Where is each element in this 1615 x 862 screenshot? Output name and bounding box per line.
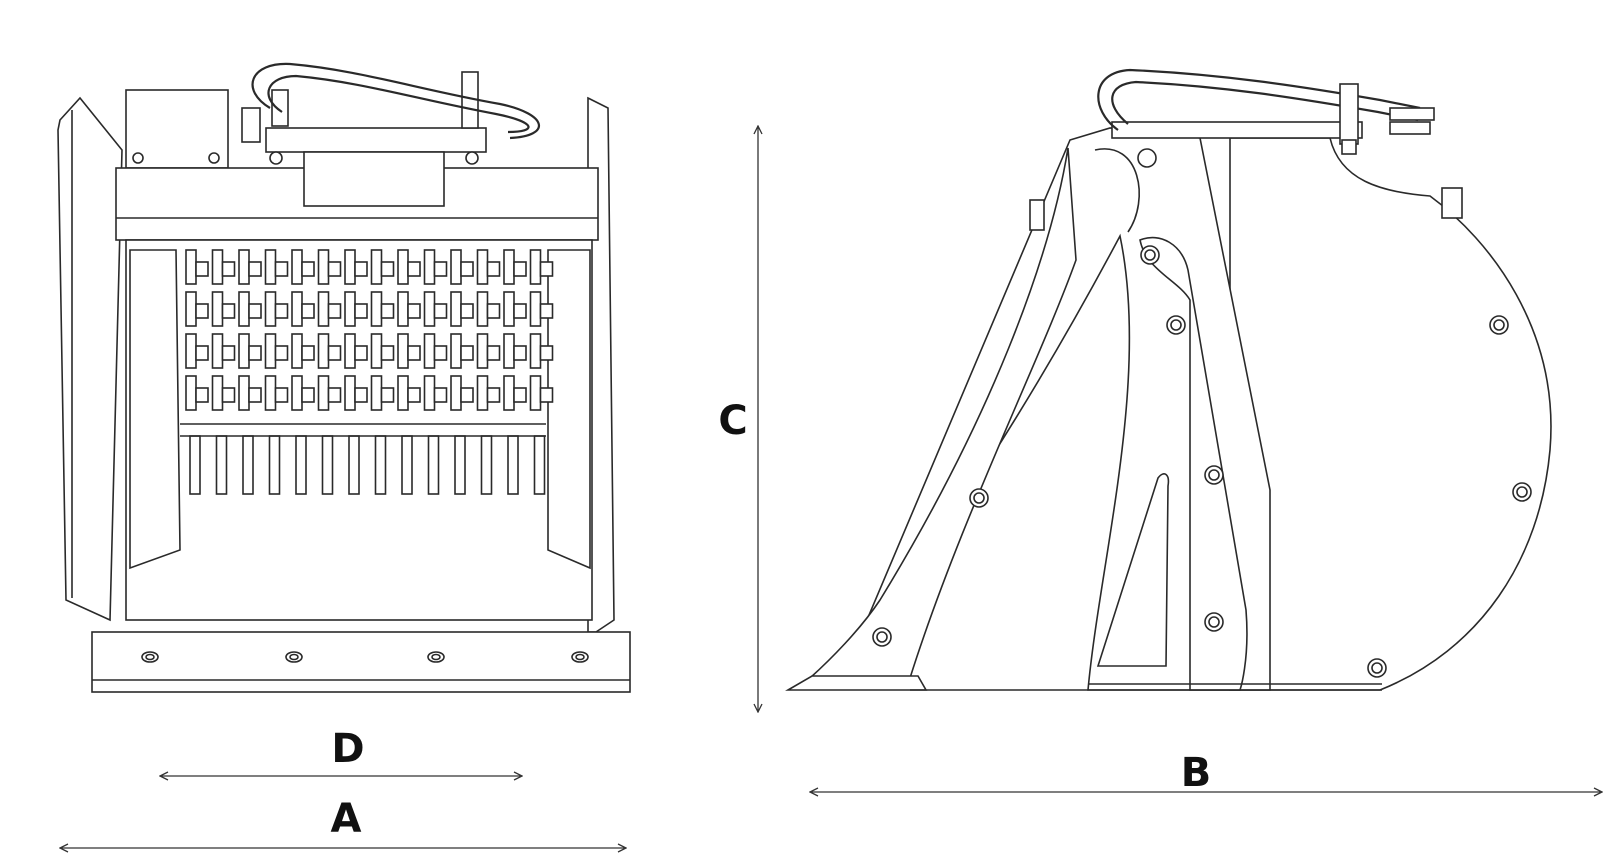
dimension-d-label: D (331, 726, 364, 772)
side-triangle-cutout (1096, 473, 1170, 667)
front-left-side-plate (57, 96, 123, 622)
front-view (57, 62, 631, 693)
side-drum-body (1229, 137, 1552, 691)
front-base-plate (91, 631, 631, 693)
side-inner-rib (1139, 236, 1248, 691)
dimension-a: A (60, 796, 626, 848)
front-mount-plate (265, 127, 487, 153)
dimension-d: D (160, 726, 522, 776)
dimension-b: B (810, 750, 1602, 796)
side-hydraulic-hose (1097, 68, 1421, 131)
side-blade (807, 147, 1077, 679)
dimension-c: C (718, 126, 758, 712)
dimension-a-label: A (331, 796, 362, 842)
front-center-block (303, 151, 445, 207)
front-rotor-grid (180, 249, 554, 495)
front-top-box (125, 89, 229, 169)
side-view (785, 68, 1552, 691)
dimension-b-label: B (1181, 750, 1212, 796)
side-top-plate (1111, 121, 1363, 139)
front-hydraulic-hose (251, 62, 541, 140)
dimension-c-label: C (718, 398, 747, 444)
